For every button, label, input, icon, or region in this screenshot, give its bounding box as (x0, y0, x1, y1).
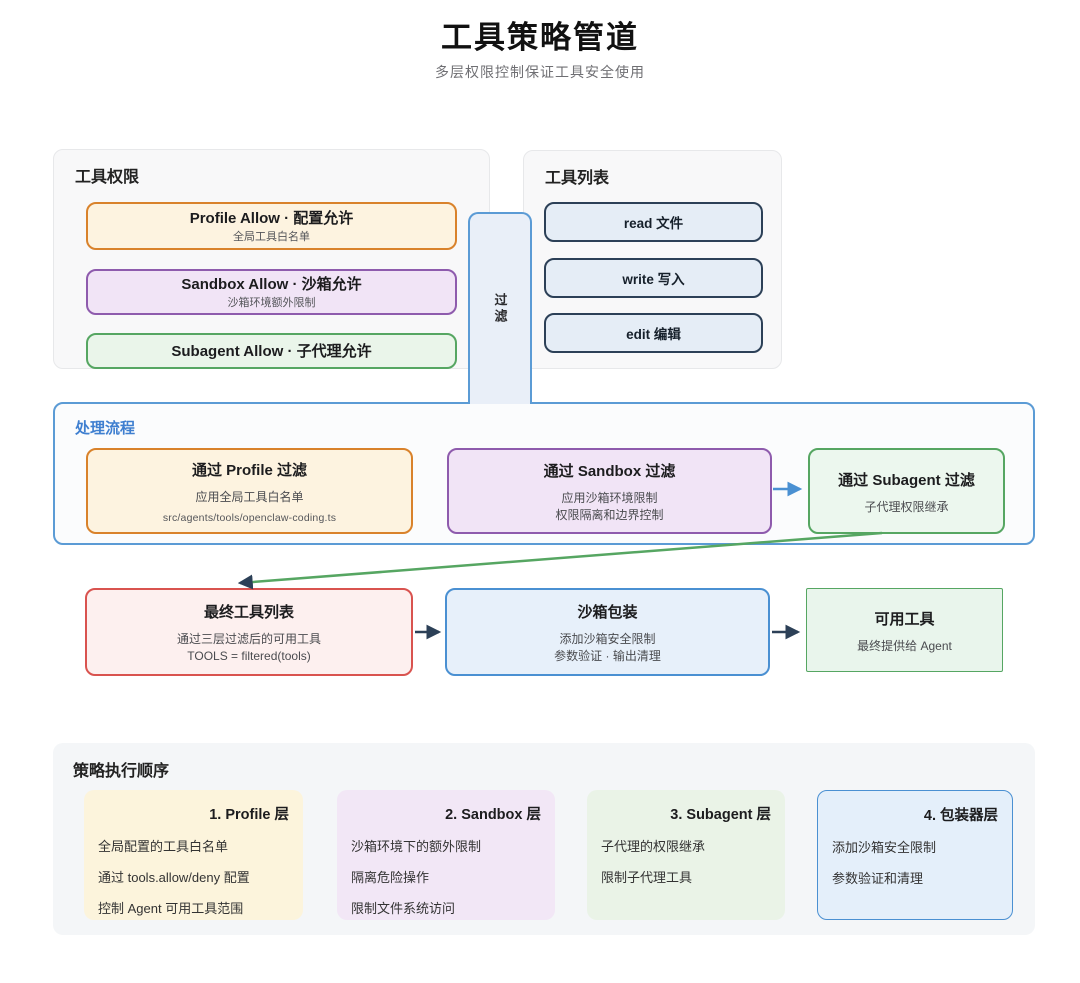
tool-permissions-title: 工具权限 (75, 169, 140, 186)
tool-edit-label: edit 编辑 (626, 327, 681, 342)
profile-allow-label: Profile Allow · 配置允许 (189, 209, 354, 227)
process-flow-panel: 处理流程 通过 Profile 过滤 应用全局工具白名单 src/agents/… (53, 402, 1035, 545)
filter-connector: 过滤 (468, 212, 532, 404)
policy-card-profile-title: 1. Profile 层 (209, 807, 289, 823)
final-tool-list-box: 最终工具列表 通过三层过滤后的可用工具 TOOLS = filtered(too… (85, 588, 413, 676)
final-tool-list-desc1: 通过三层过滤后的可用工具 (176, 632, 321, 646)
tool-write-box: write 写入 (544, 258, 763, 298)
tool-list-panel: 工具列表 read 文件 write 写入 edit 编辑 (523, 150, 782, 369)
sandbox-wrap-title: 沙箱包装 (577, 604, 638, 621)
policy-card-subagent: 3. Subagent 层 子代理的权限继承 限制子代理工具 (587, 790, 785, 920)
final-tool-list-desc2: TOOLS = filtered(tools) (187, 649, 311, 663)
sandbox-allow-sublabel: 沙箱环境额外限制 (227, 296, 316, 309)
sandbox-wrap-desc1: 添加沙箱安全限制 (559, 632, 656, 646)
tool-list-title: 工具列表 (545, 170, 610, 187)
policy-card-wrapper-title: 4. 包装器层 (923, 808, 998, 824)
sandbox-wrap-box: 沙箱包装 添加沙箱安全限制 参数验证 · 输出清理 (445, 588, 770, 676)
policy-card-sandbox-item: 沙箱环境下的额外限制 (351, 839, 482, 854)
policy-card-wrapper-item: 参数验证和清理 (832, 871, 924, 886)
tool-permissions-panel: 工具权限 Profile Allow · 配置允许 全局工具白名单 Sandbo… (53, 149, 490, 369)
available-tools-box: 可用工具 最终提供给 Agent (806, 588, 1003, 672)
process-flow-title: 处理流程 (75, 420, 136, 437)
policy-card-wrapper-item: 添加沙箱安全限制 (832, 840, 937, 855)
policy-card-profile-item: 通过 tools.allow/deny 配置 (98, 870, 250, 885)
policy-card-wrapper: 4. 包装器层 添加沙箱安全限制 参数验证和清理 (817, 790, 1013, 920)
profile-filter-path: src/agents/tools/openclaw-coding.ts (162, 511, 337, 524)
sandbox-filter-desc1: 应用沙箱环境限制 (561, 491, 658, 505)
sandbox-allow-label: Sandbox Allow · 沙箱允许 (181, 275, 362, 293)
tool-write-label: write 写入 (622, 272, 685, 287)
policy-card-subagent-title: 3. Subagent 层 (670, 807, 771, 823)
tool-read-label: read 文件 (623, 216, 684, 231)
policy-card-profile-item: 控制 Agent 可用工具范围 (98, 901, 244, 916)
sandbox-filter-title: 通过 Sandbox 过滤 (543, 463, 676, 480)
policy-card-sandbox-title: 2. Sandbox 层 (445, 807, 541, 823)
tool-read-box: read 文件 (544, 202, 763, 242)
policy-order-panel: 策略执行顺序 1. Profile 层 全局配置的工具白名单 通过 tools.… (53, 743, 1035, 935)
sandbox-filter-desc2: 权限隔离和边界控制 (555, 508, 664, 522)
policy-card-sandbox: 2. Sandbox 层 沙箱环境下的额外限制 隔离危险操作 限制文件系统访问 (337, 790, 555, 920)
subagent-filter-title: 通过 Subagent 过滤 (838, 471, 975, 489)
sandbox-allow-box: Sandbox Allow · 沙箱允许 沙箱环境额外限制 (86, 269, 457, 315)
tool-edit-box: edit 编辑 (544, 313, 763, 353)
policy-card-subagent-item: 限制子代理工具 (601, 870, 693, 885)
profile-filter-step: 通过 Profile 过滤 应用全局工具白名单 src/agents/tools… (86, 448, 413, 534)
subagent-allow-label: Subagent Allow · 子代理允许 (171, 342, 372, 360)
policy-card-profile-item: 全局配置的工具白名单 (98, 839, 229, 854)
policy-order-title: 策略执行顺序 (73, 763, 170, 780)
sandbox-wrap-desc2: 参数验证 · 输出清理 (554, 649, 661, 663)
policy-card-sandbox-item: 隔离危险操作 (351, 870, 430, 885)
profile-filter-title: 通过 Profile 过滤 (191, 461, 307, 479)
profile-filter-desc: 应用全局工具白名单 (195, 489, 304, 504)
page-subtitle: 多层权限控制保证工具安全使用 (435, 64, 645, 80)
available-tools-title: 可用工具 (874, 610, 935, 628)
policy-card-profile: 1. Profile 层 全局配置的工具白名单 通过 tools.allow/d… (84, 790, 303, 920)
available-tools-desc: 最终提供给 Agent (857, 638, 952, 653)
page-title: 工具策略管道 (441, 20, 639, 55)
policy-card-subagent-item: 子代理的权限继承 (601, 839, 706, 854)
profile-allow-box: Profile Allow · 配置允许 全局工具白名单 (86, 202, 457, 250)
subagent-filter-step: 通过 Subagent 过滤 子代理权限继承 (808, 448, 1005, 534)
final-tool-list-title: 最终工具列表 (203, 604, 294, 621)
subagent-allow-box: Subagent Allow · 子代理允许 (86, 333, 457, 369)
sandbox-filter-step: 通过 Sandbox 过滤 应用沙箱环境限制 权限隔离和边界控制 (447, 448, 772, 534)
subagent-filter-desc: 子代理权限继承 (864, 499, 949, 514)
filter-connector-label: 过滤 (492, 293, 508, 325)
policy-card-sandbox-item: 限制文件系统访问 (351, 901, 456, 916)
profile-allow-sublabel: 全局工具白名单 (233, 230, 310, 243)
